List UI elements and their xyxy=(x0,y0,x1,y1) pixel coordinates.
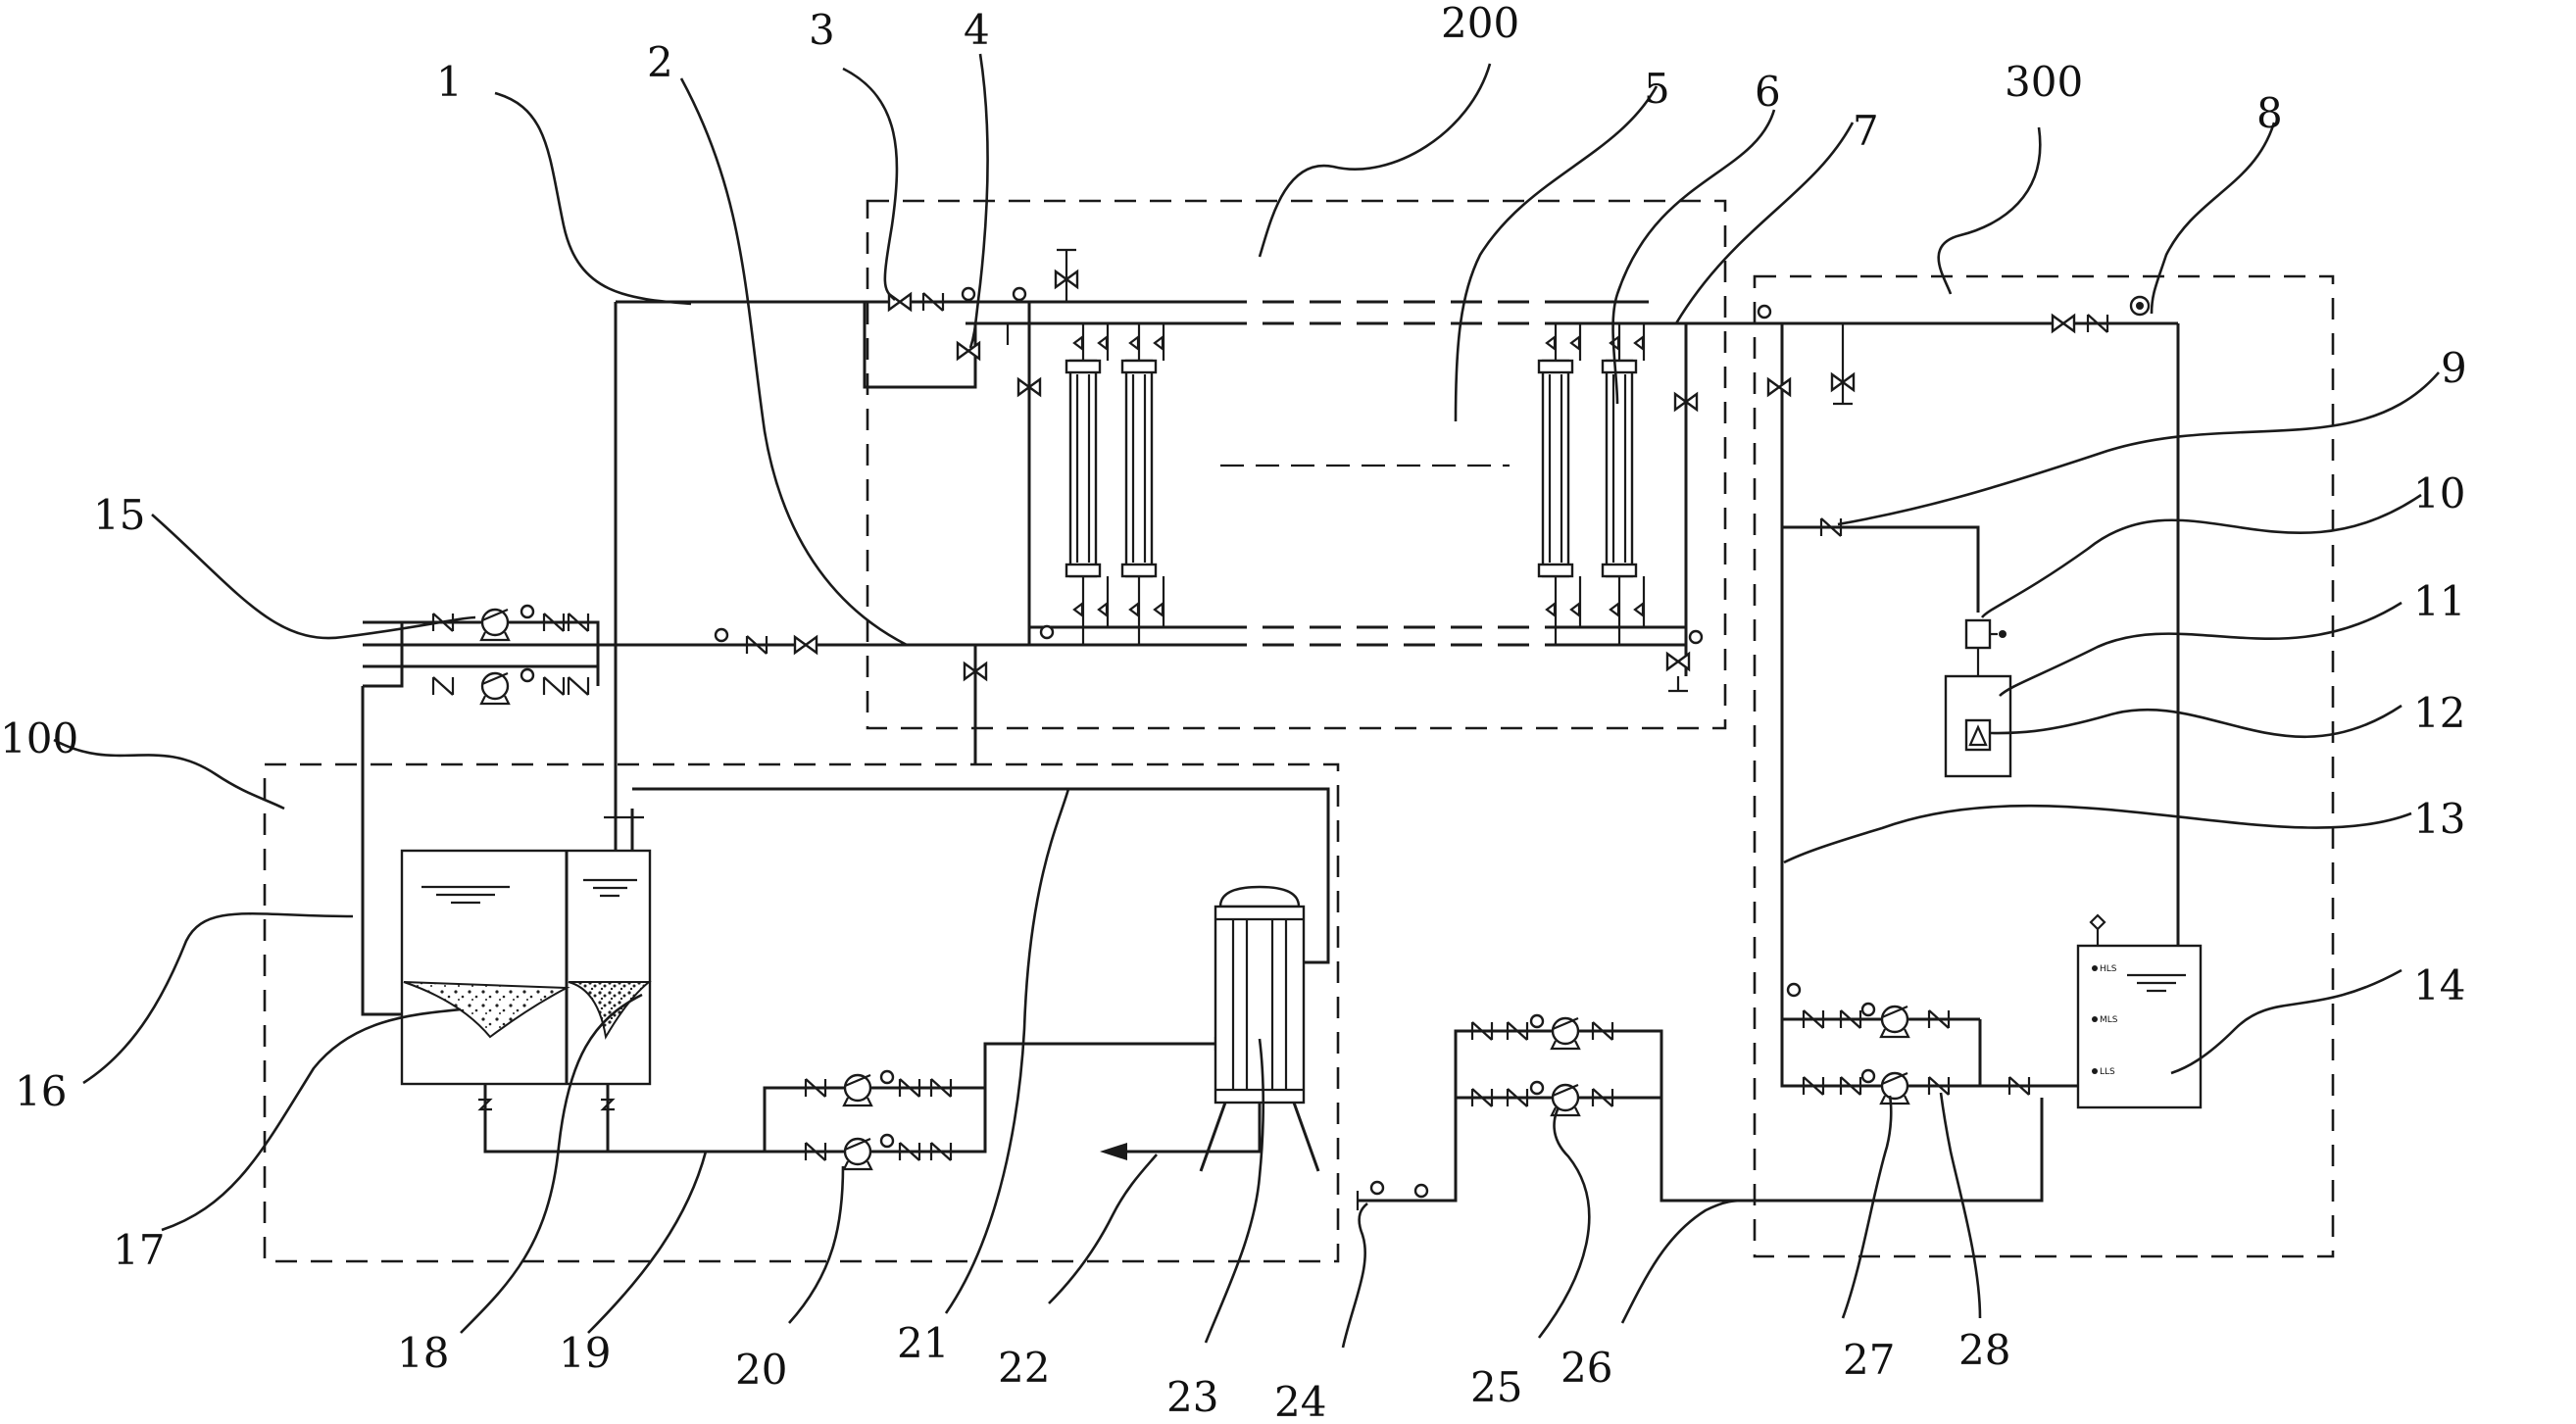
sludge-pump-pair xyxy=(763,1037,1225,1171)
dosing-unit xyxy=(1944,618,2012,778)
feed-pump-line xyxy=(363,627,818,656)
lower-header-pipe xyxy=(603,464,1686,647)
label-23: 23 xyxy=(1166,1373,1218,1421)
label-4: 4 xyxy=(964,6,990,54)
label-24: 24 xyxy=(1274,1378,1326,1424)
transfer-pump-pair xyxy=(1356,1013,2044,1210)
tank-level-high: HLS xyxy=(2100,964,2117,974)
label-20: 20 xyxy=(735,1346,787,1394)
label-14: 14 xyxy=(2413,961,2465,1009)
upper-header-pipe xyxy=(616,300,2178,325)
label-17: 17 xyxy=(113,1226,165,1274)
label-13: 13 xyxy=(2413,795,2465,843)
unit-200-boundary xyxy=(866,199,1727,730)
tank-level-low: LLS xyxy=(2100,1067,2115,1077)
label-16: 16 xyxy=(15,1067,67,1115)
label-12: 12 xyxy=(2413,689,2465,737)
label-9: 9 xyxy=(2441,344,2467,392)
unit-200-outlet-fittings xyxy=(1665,323,1704,693)
module-connections xyxy=(1072,323,1646,645)
label-8: 8 xyxy=(2256,89,2283,137)
feed-pump-pair xyxy=(361,604,600,1016)
label-15: 15 xyxy=(93,491,145,539)
label-6: 6 xyxy=(1755,68,1781,116)
leader-lines xyxy=(53,53,2440,1349)
label-3: 3 xyxy=(809,6,835,54)
label-2: 2 xyxy=(647,38,673,86)
label-10: 10 xyxy=(2413,469,2465,517)
label-200: 200 xyxy=(1441,0,1519,47)
unit-200-inlet-fittings xyxy=(863,248,1079,764)
membrane-module xyxy=(1065,359,1638,578)
label-25: 25 xyxy=(1470,1363,1522,1411)
product-pump-pair xyxy=(1802,1002,2078,1105)
product-water-tank: HLS MLS LLS xyxy=(2076,913,2203,1109)
reference-numerals: 1 2 3 4 200 5 6 7 300 8 9 10 11 12 13 14… xyxy=(0,0,2467,1424)
label-28: 28 xyxy=(1958,1326,2010,1374)
label-11: 11 xyxy=(2413,577,2465,625)
label-100: 100 xyxy=(0,714,78,762)
tank-level-mid: MLS xyxy=(2100,1015,2118,1025)
label-27: 27 xyxy=(1843,1336,1895,1384)
label-26: 26 xyxy=(1560,1344,1612,1392)
label-7: 7 xyxy=(1853,107,1879,155)
unit-300-piping xyxy=(1757,295,2180,1088)
label-21: 21 xyxy=(897,1319,949,1367)
label-19: 19 xyxy=(559,1329,611,1377)
settling-tank xyxy=(400,787,1330,1154)
filter-vessel xyxy=(1100,885,1320,1172)
unit-300-boundary xyxy=(1753,274,2335,1258)
label-5: 5 xyxy=(1644,65,1670,113)
label-1: 1 xyxy=(436,58,463,106)
label-300: 300 xyxy=(2005,58,2083,106)
label-22: 22 xyxy=(998,1344,1050,1392)
label-18: 18 xyxy=(397,1329,449,1377)
unit-100-boundary xyxy=(263,762,1340,1263)
